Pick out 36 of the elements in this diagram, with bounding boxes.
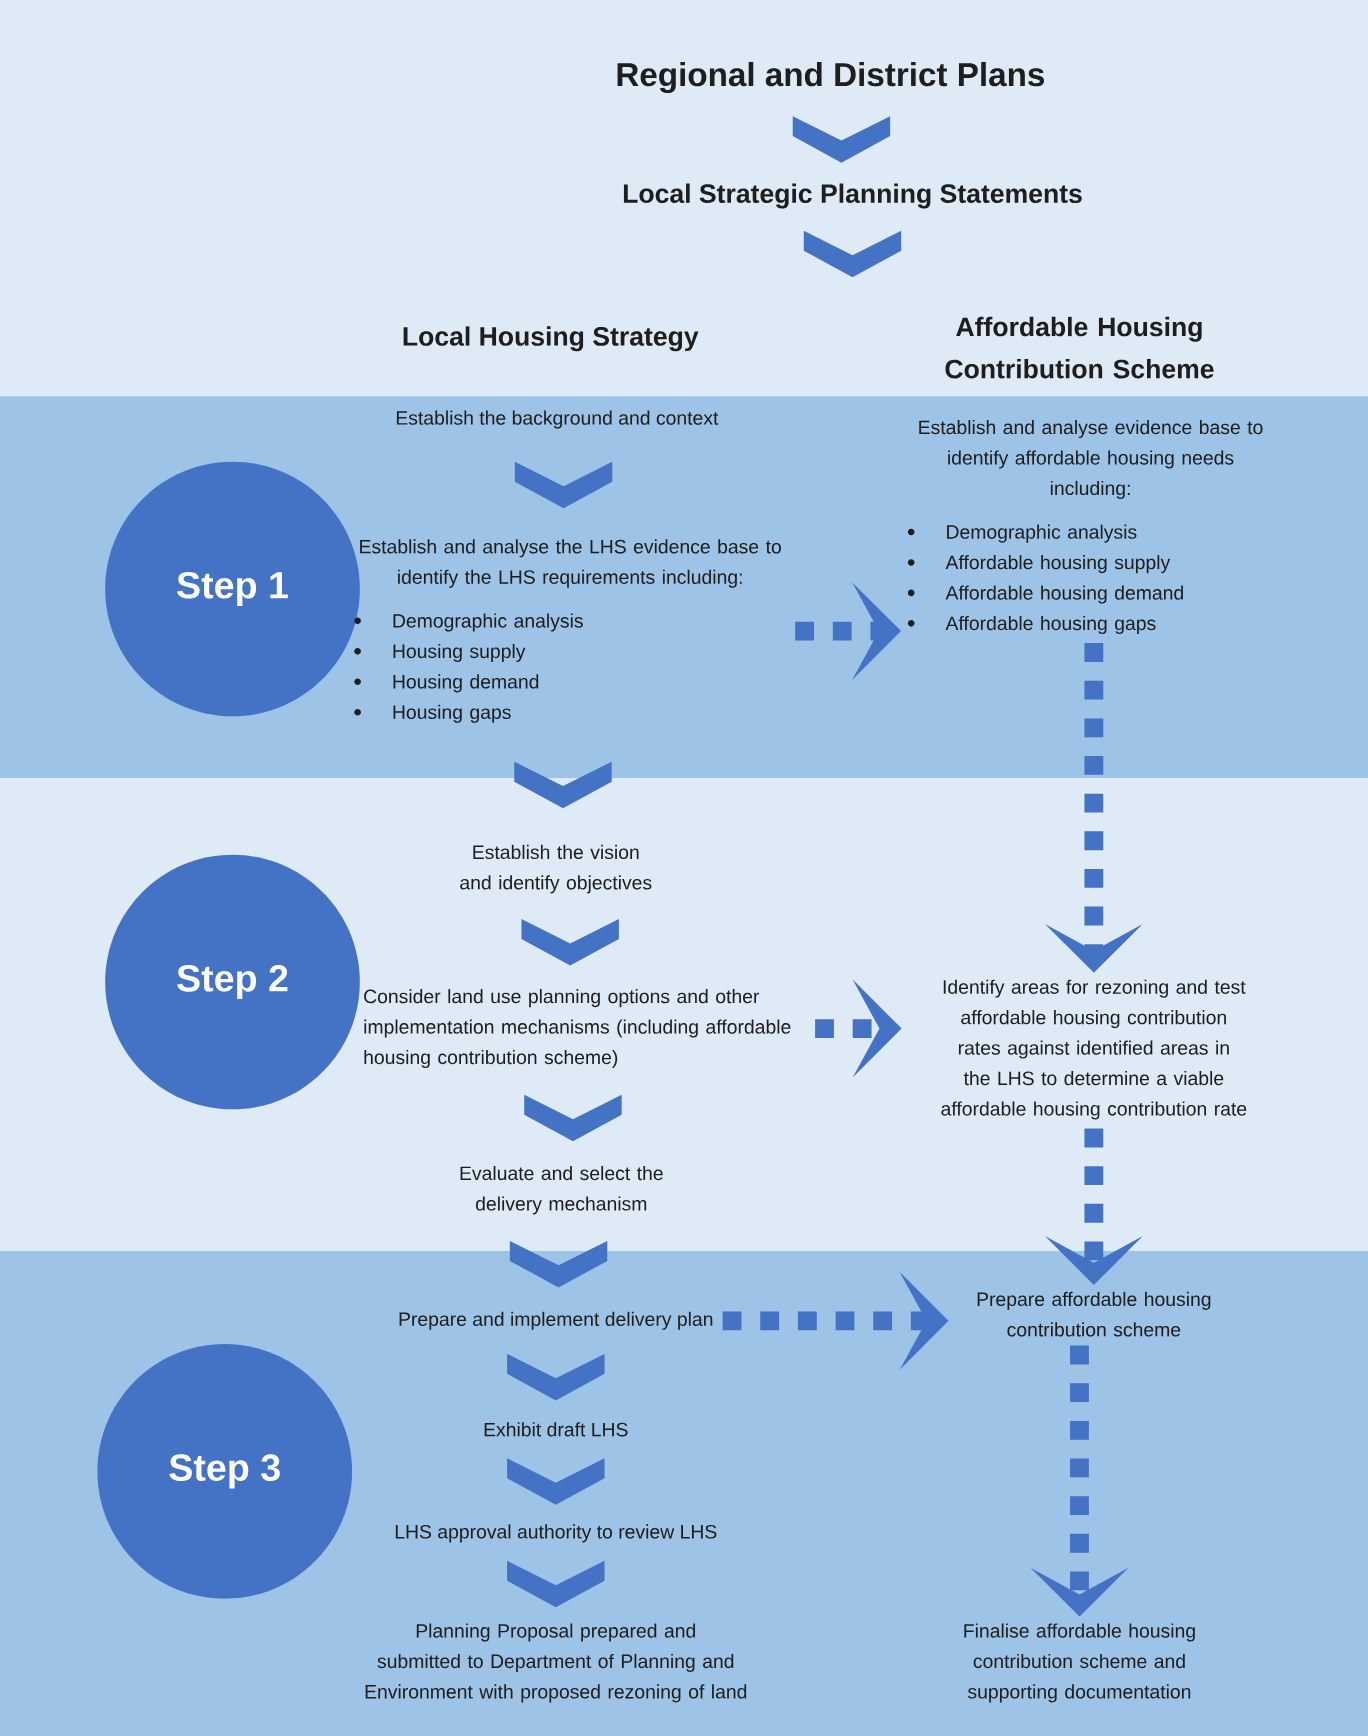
- chevron-arrow: [506, 1560, 605, 1608]
- process-text: Establish the background and context: [396, 410, 719, 429]
- chevron-arrow: [514, 461, 613, 509]
- node-label: Establish and analyse evidence base to identify affordable housing needs including:: [919, 419, 1263, 499]
- process-text: Evaluate and select the delivery mechanism: [460, 1165, 663, 1215]
- node-label: Affordable housing gaps: [945, 615, 1156, 635]
- chevron-arrow: [514, 761, 612, 809]
- process-text: Establish the vision and identify objectives: [460, 844, 652, 894]
- chevron-arrow: [524, 1094, 622, 1142]
- process-text: Identify areas for rezoning and test affordable housing contribution rates against identified areas in the LHS to determine a viable affordable housing contribution rate: [941, 979, 1247, 1120]
- node-label: Establish and analyse the LHS evidence base to identify the LHS requirements including:: [359, 539, 781, 588]
- chevron-arrow: [506, 1353, 605, 1401]
- bullet-list: Establish and analyse evidence base to identify affordable housing needs including: Demographic analysis Affordable housing supply Affordable housing demand Affordable housing gaps: [907, 420, 1263, 635]
- column-heading: Affordable Housing Contribution Scheme: [945, 316, 1214, 379]
- heading: Local Strategic Planning Statements: [623, 183, 1082, 209]
- process-text: Prepare affordable housing contribution scheme: [977, 1291, 1211, 1337]
- chevron-arrow: [521, 919, 619, 966]
- heading: Regional and District Plans: [617, 61, 1044, 94]
- process-text: Finalise affordable housing contribution scheme and supporting documentation: [964, 1623, 1195, 1703]
- chevron-arrow: [792, 116, 890, 163]
- node-label: Housing supply: [393, 643, 526, 662]
- node-label: Demographic analysis: [393, 613, 583, 632]
- node-label: Demographic analysis: [946, 524, 1137, 543]
- node-label: Affordable housing demand: [945, 585, 1183, 604]
- node-label: Housing demand: [393, 674, 539, 693]
- node-label: Housing gaps: [393, 704, 511, 723]
- chevron-arrow: [506, 1458, 605, 1505]
- process-text: Prepare and implement delivery plan: [399, 1311, 713, 1330]
- column-heading: Local Housing Strategy: [403, 326, 699, 352]
- process-text: Exhibit draft LHS: [484, 1422, 628, 1437]
- chevron-arrow: [509, 1241, 608, 1288]
- process-text: Consider land use planning options and other implementation mechanisms (including affordable housing contribution scheme): [363, 989, 791, 1069]
- process-text: LHS approval authority to review LHS: [395, 1524, 717, 1543]
- process-text: Planning Proposal prepared and submitted to Department of Planning and Environment with proposed rezoning of land: [365, 1623, 746, 1703]
- chevron-arrow: [803, 230, 901, 278]
- node-label: Affordable housing supply: [945, 555, 1170, 574]
